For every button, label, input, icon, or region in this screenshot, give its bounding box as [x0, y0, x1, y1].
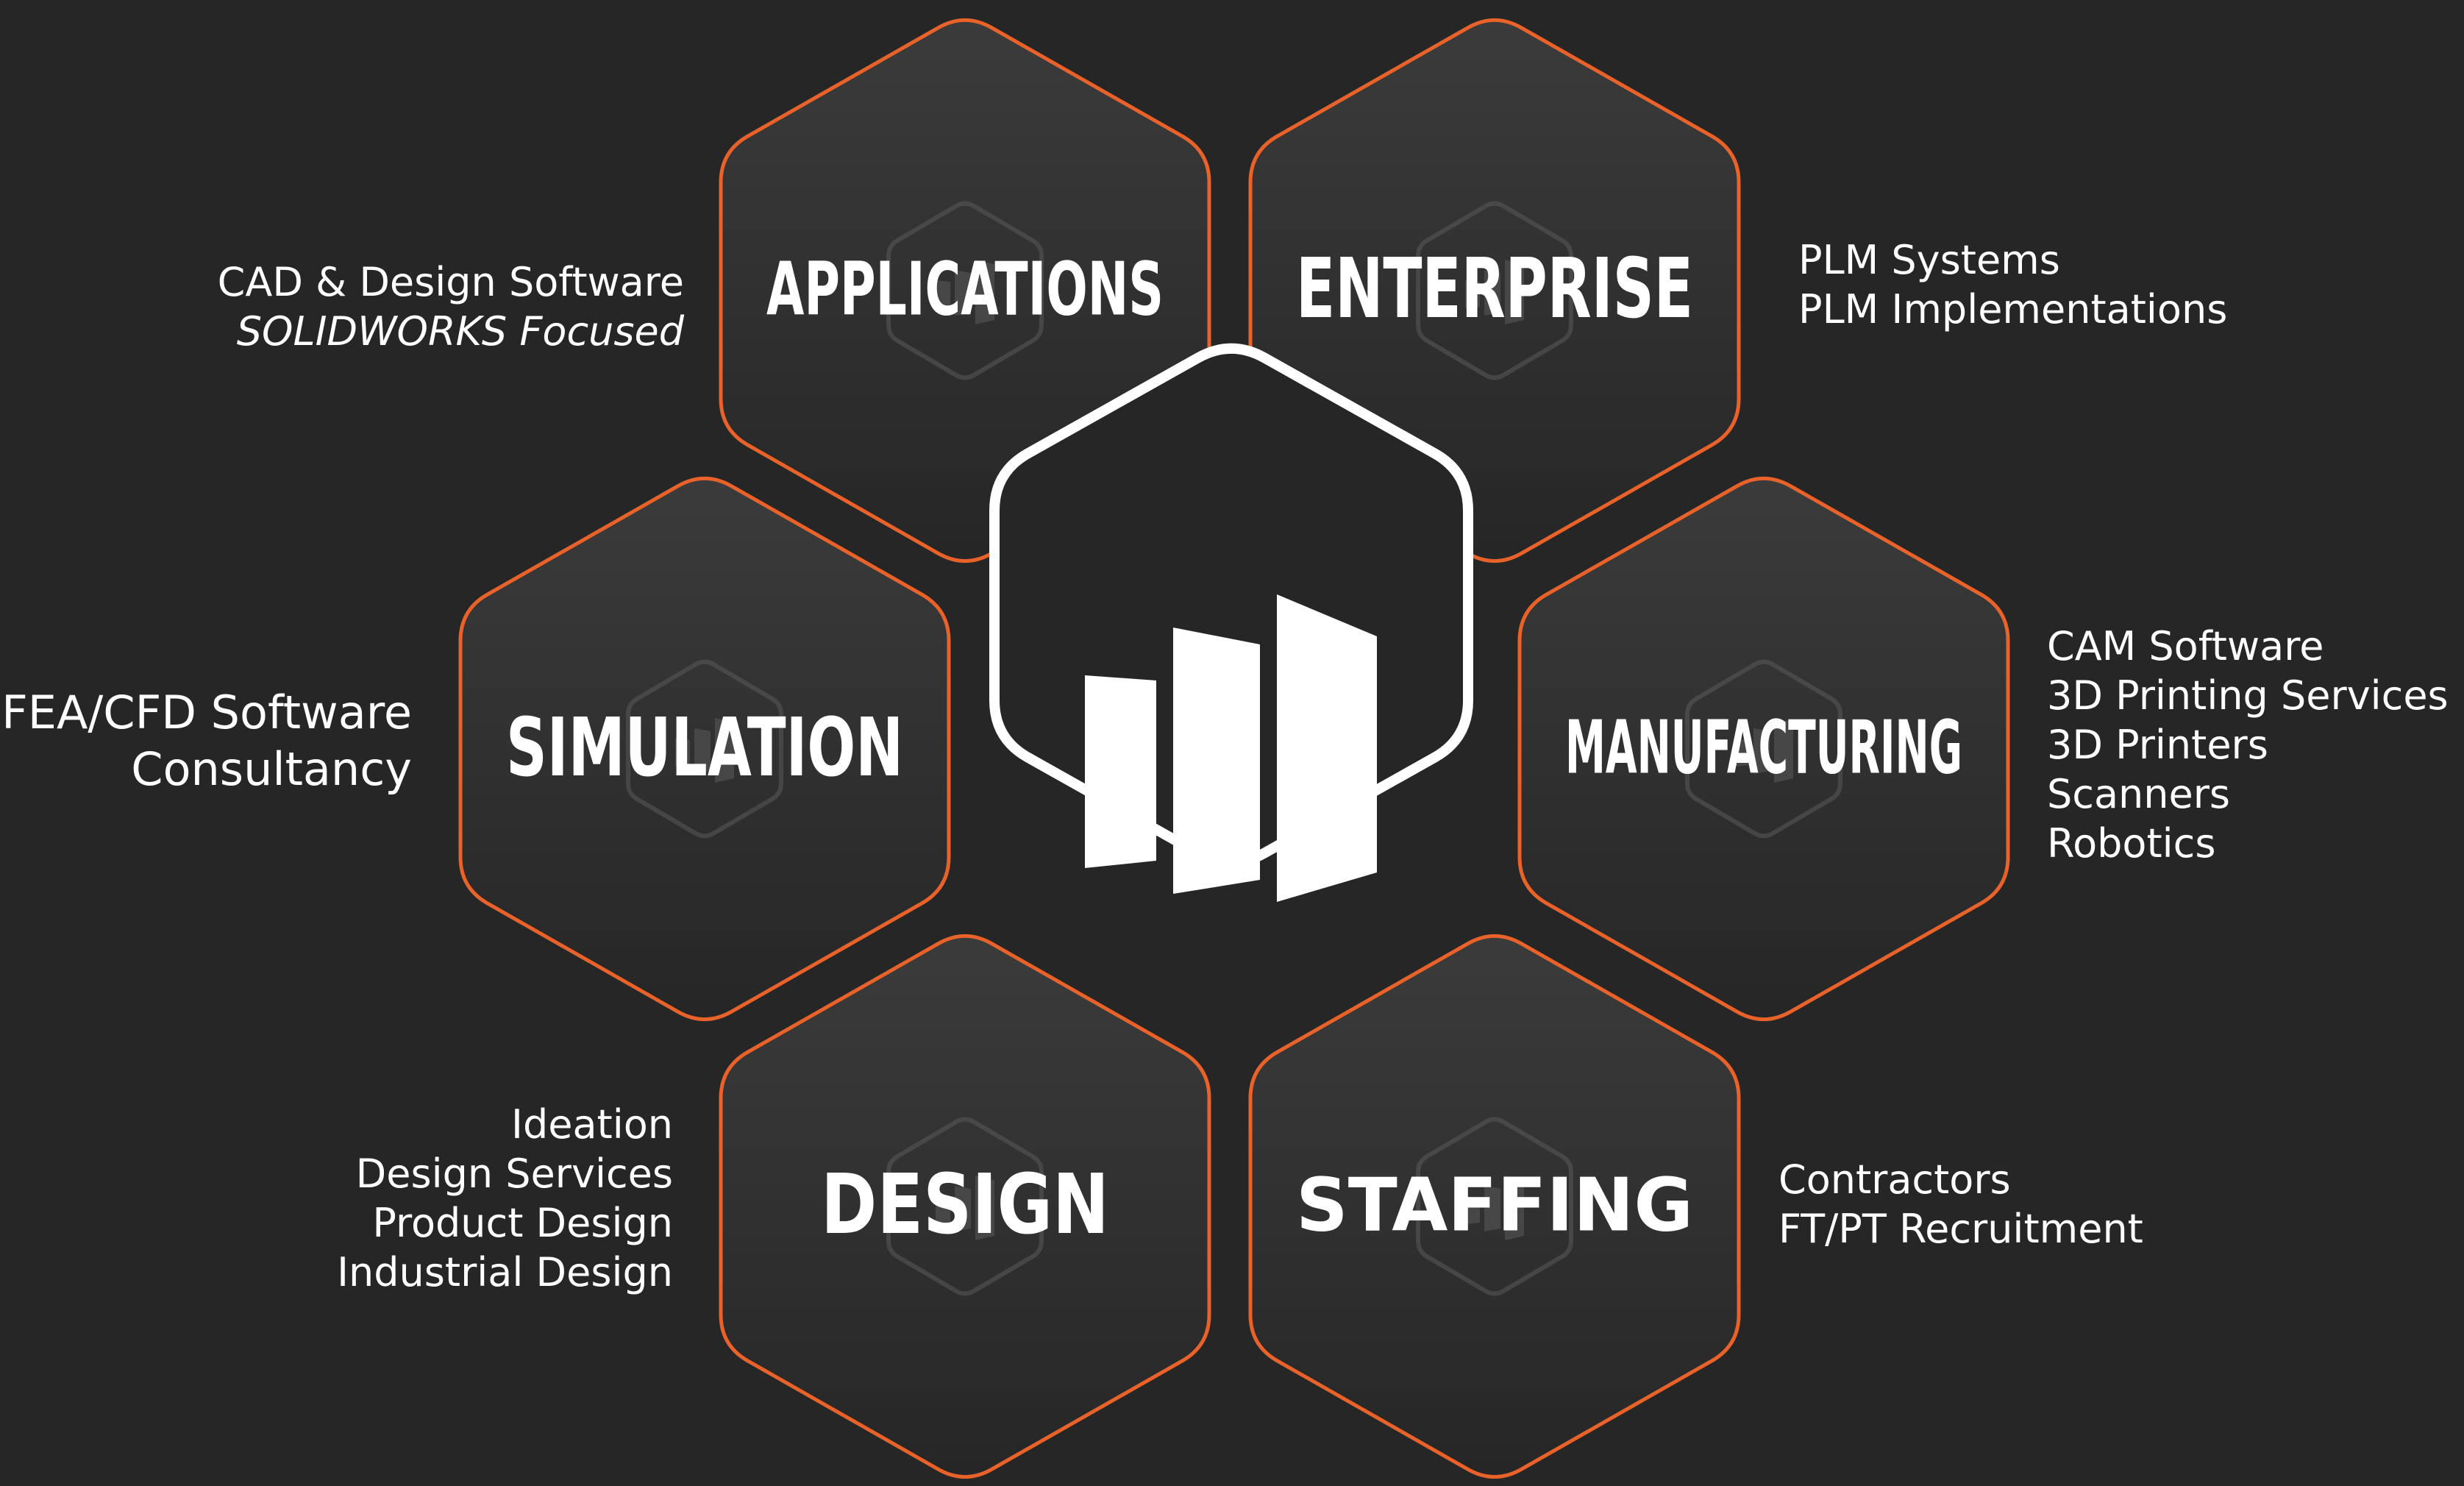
staffing-description: Contractors FT/PT Recruitment	[1778, 1155, 2143, 1254]
hexagon-title-enterprise: ENTERPRISE	[1296, 241, 1693, 337]
hexagon-title-simulation: SIMULATION	[506, 700, 903, 794]
applications-watermark-icon	[886, 201, 1044, 380]
enterprise-watermark-icon	[1416, 201, 1573, 380]
center-hexagon	[989, 343, 1473, 902]
manufacturing-description: CAM Software 3D Printing Services 3D Pri…	[2047, 622, 2449, 868]
design-desc-line: Product Design	[372, 1200, 673, 1246]
design-description: Ideation Design Services Product Design …	[337, 1100, 673, 1297]
design-desc-line: Design Services	[355, 1151, 673, 1197]
design-desc-line: Industrial Design	[337, 1249, 673, 1295]
hexagon-staffing: STAFFING	[1248, 934, 1741, 1479]
enterprise-desc-line: PLM Systems	[1798, 237, 2060, 283]
manufacturing-desc-line: CAM Software	[2047, 623, 2324, 669]
hexagon-design: DESIGN	[719, 934, 1211, 1479]
simulation-desc-line: Consultancy	[131, 742, 412, 796]
applications-description: CAD & Design Software SOLIDWORKS Focused	[218, 257, 684, 356]
hexagon-title-design: DESIGN	[821, 1157, 1109, 1253]
bar-chart-logo-icon	[1085, 594, 1377, 902]
manufacturing-desc-line: Robotics	[2047, 820, 2216, 867]
hexagon-title-applications: APPLICATIONS	[766, 246, 1164, 333]
design-desc-line: Ideation	[511, 1101, 673, 1148]
manufacturing-desc-line: 3D Printers	[2047, 722, 2268, 768]
applications-desc-italic-line: SOLIDWORKS Focused	[236, 308, 684, 355]
hexagon-title-staffing: STAFFING	[1296, 1162, 1693, 1248]
enterprise-desc-line: PLM Implementations	[1798, 286, 2228, 333]
enterprise-description: PLM Systems PLM Implementations	[1798, 235, 2227, 334]
manufacturing-desc-line: Scanners	[2047, 771, 2231, 817]
manufacturing-desc-line: 3D Printing Services	[2047, 672, 2449, 719]
hexagon-simulation: SIMULATION	[458, 477, 951, 1021]
simulation-desc-line: FEA/CFD Software	[1, 686, 412, 739]
hexagon-title-manufacturing: MANUFACTURING	[1565, 705, 1962, 791]
staffing-desc-line: Contractors	[1778, 1156, 2011, 1203]
manufacturing-watermark-icon	[1685, 659, 1842, 839]
design-watermark-icon	[886, 1117, 1044, 1296]
staffing-desc-line: FT/PT Recruitment	[1778, 1206, 2143, 1252]
staffing-watermark-icon	[1416, 1117, 1573, 1296]
hexagon-manufacturing: MANUFACTURING	[1517, 477, 2010, 1021]
applications-desc-line: CAD & Design Software	[217, 259, 684, 305]
simulation-description: FEA/CFD Software Consultancy	[1, 684, 412, 797]
simulation-watermark-icon	[626, 659, 783, 839]
